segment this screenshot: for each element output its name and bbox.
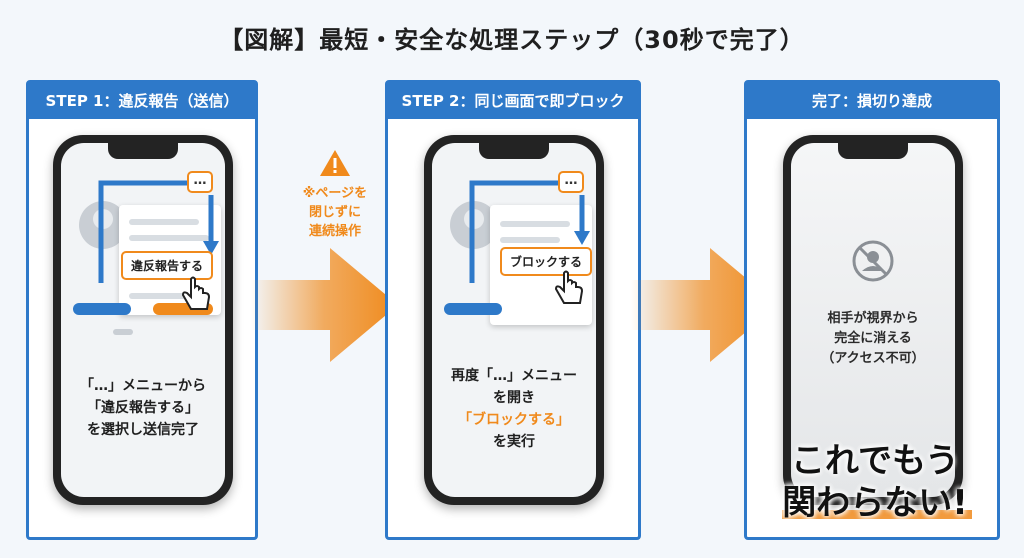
step2-instruction: 再度「…」メニュー を開き 「ブロックする」 を実行 (432, 365, 596, 453)
instruction-line: 「違反報告する」 (87, 400, 199, 416)
warning-line: 連続操作 (308, 224, 361, 239)
blue-pill (73, 303, 131, 315)
step3-panel: 完了：損切り達成 相手が視界から 完全に消える （アクセス不可） (744, 80, 1000, 540)
more-menu-button[interactable]: … (558, 171, 584, 193)
result-underline (782, 510, 972, 519)
indicator (113, 329, 133, 335)
instruction-line: 再度「…」メニュー (451, 368, 577, 384)
step3-screen: 相手が視界から 完全に消える （アクセス不可） (791, 143, 955, 497)
step1-screen: … 違反報告する 「…」メニューから 「違反報告する」 を選択し送信完了 (61, 143, 225, 497)
step1-instruction: 「…」メニューから 「違反報告する」 を選択し送信完了 (61, 375, 225, 441)
step1-header: STEP 1：違反報告（送信） (29, 83, 255, 119)
phone-notch (838, 143, 908, 159)
block-button[interactable]: ブロックする (500, 247, 593, 276)
menu-line (500, 237, 560, 243)
step2-phone: … ブロックする 再度「…」メニュー を開き 「ブロックする」 を実行 (424, 135, 604, 505)
status-line: 完全に消える (834, 331, 912, 346)
step1-phone: … 違反報告する 「…」メニューから 「違反報告する」 を選択し送信完了 (53, 135, 233, 505)
step2-screen: … ブロックする 再度「…」メニュー を開き 「ブロックする」 を実行 (432, 143, 596, 497)
hand-cursor-icon (181, 276, 211, 310)
result-message: これでもう 関わらない! (760, 440, 990, 524)
step1-panel: STEP 1：違反報告（送信） … 違反報告する (26, 80, 258, 540)
result-line: 関わらない! (782, 483, 968, 523)
more-menu-button[interactable]: … (187, 171, 213, 193)
warning-line: 閉じずに (308, 205, 361, 220)
step2-panel: STEP 2：同じ画面で即ブロック … ブロックする 再度「…」メニュー (385, 80, 641, 540)
warning-line: ※ページを (302, 186, 368, 201)
menu-line (129, 235, 209, 241)
status-line: 相手が視界から (827, 311, 919, 326)
page-title: 【図解】最短・安全な処理ステップ（30秒で完了） (219, 26, 805, 54)
menu-line (129, 219, 199, 225)
no-user-icon (852, 240, 894, 282)
instruction-line: を選択し送信完了 (87, 422, 199, 438)
phone-notch (479, 143, 549, 159)
instruction-line: 「…」メニューから (80, 378, 206, 394)
result-line: これでもう (791, 441, 959, 481)
status-text: 相手が視界から 完全に消える （アクセス不可） (791, 309, 955, 369)
big-arrow-icon (630, 248, 778, 362)
hand-cursor-icon (554, 270, 584, 304)
menu-line (500, 221, 570, 227)
warning-triangle-icon (320, 150, 350, 176)
instruction-line: を開き (493, 390, 535, 406)
step2-header: STEP 2：同じ画面で即ブロック (388, 83, 638, 119)
menu-line (129, 293, 189, 299)
report-button[interactable]: 違反報告する (121, 251, 214, 280)
instruction-line-highlight: 「ブロックする」 (458, 412, 570, 428)
instruction-line: を実行 (493, 434, 535, 450)
blue-pill (444, 303, 502, 315)
big-arrow-icon (250, 248, 398, 362)
phone-notch (108, 143, 178, 159)
step3-phone: 相手が視界から 完全に消える （アクセス不可） (783, 135, 963, 505)
step3-header: 完了：損切り達成 (747, 83, 997, 119)
warning-note: ※ページを 閉じずに 連続操作 (290, 148, 380, 241)
status-line: （アクセス不可） (821, 351, 925, 366)
